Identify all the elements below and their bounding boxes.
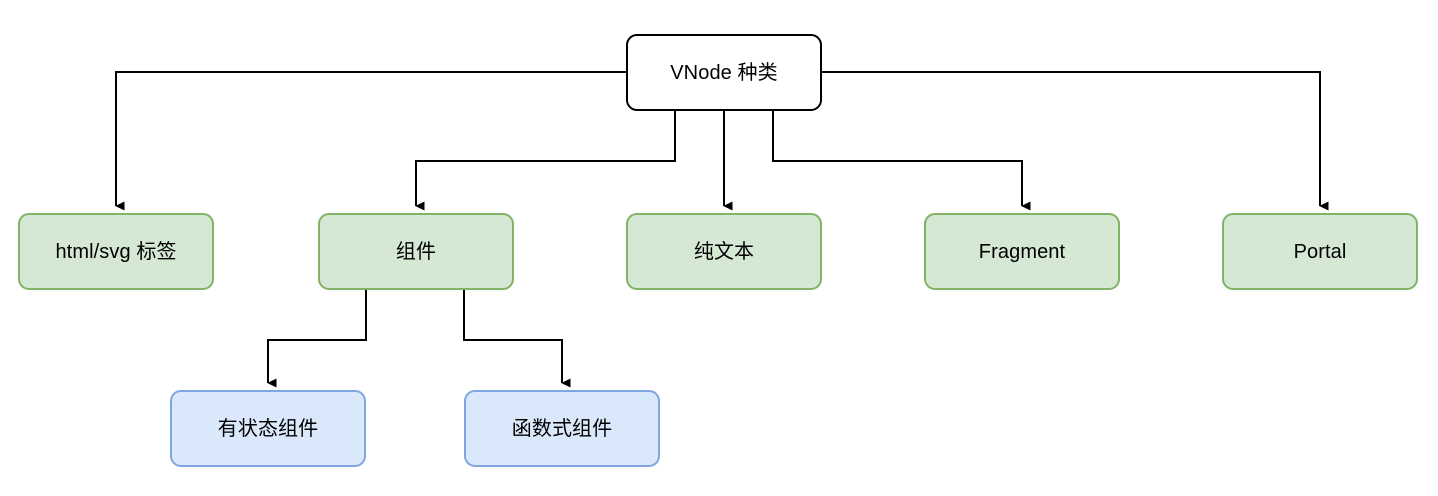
edge-root-to-component [415, 111, 676, 211]
node-plain-text[interactable]: 纯文本 [626, 213, 822, 290]
node-stateful-component-label: 有状态组件 [217, 417, 319, 440]
node-fragment[interactable]: Fragment [924, 213, 1120, 290]
node-fragment-label: Fragment [978, 240, 1066, 263]
edge-component-to-functional [463, 290, 571, 388]
node-functional-component-label: 函数式组件 [511, 417, 613, 440]
node-portal[interactable]: Portal [1222, 213, 1418, 290]
node-functional-component[interactable]: 函数式组件 [464, 390, 660, 467]
node-plain-text-label: 纯文本 [693, 240, 755, 263]
node-html-svg-label: html/svg 标签 [55, 240, 177, 263]
node-root-label: VNode 种类 [670, 61, 778, 84]
node-root[interactable]: VNode 种类 [626, 34, 822, 111]
edge-root-to-html-svg [115, 71, 626, 211]
edge-component-to-stateful [267, 290, 367, 388]
edge-root-to-fragment [772, 111, 1031, 211]
node-portal-label: Portal [1293, 240, 1347, 263]
node-component-label: 组件 [395, 240, 437, 263]
node-component[interactable]: 组件 [318, 213, 514, 290]
node-html-svg[interactable]: html/svg 标签 [18, 213, 214, 290]
node-stateful-component[interactable]: 有状态组件 [170, 390, 366, 467]
edge-root-to-portal [822, 71, 1329, 211]
